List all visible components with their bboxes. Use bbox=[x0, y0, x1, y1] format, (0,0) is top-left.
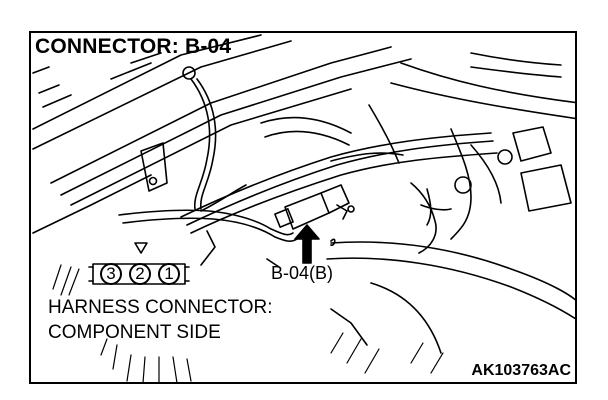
pin-2: 2 bbox=[129, 263, 151, 285]
pin-1: 1 bbox=[158, 263, 180, 285]
hatching bbox=[52, 264, 444, 382]
leader-lines bbox=[200, 230, 368, 346]
harness-connector-outline bbox=[88, 242, 190, 285]
body-panel-lines bbox=[32, 34, 412, 234]
image-code: AK103763AC bbox=[471, 362, 571, 379]
hoses bbox=[260, 52, 562, 146]
callout-arrow bbox=[266, 224, 336, 268]
diagram-frame: CONNECTOR: B-04 3 2 1 B-04(B) HARNESS CO… bbox=[29, 31, 577, 384]
ground-cable bbox=[182, 66, 217, 210]
connector-callout-label: B-04(B) bbox=[271, 263, 334, 283]
bracket bbox=[140, 142, 168, 192]
harness-label-line1: HARNESS CONNECTOR: bbox=[48, 297, 273, 318]
pin-3: 3 bbox=[100, 263, 122, 285]
diagram-title: CONNECTOR: B-04 bbox=[35, 35, 232, 58]
engine-bay-illustration bbox=[32, 34, 575, 382]
harness-label-line2: COMPONENT SIDE bbox=[48, 322, 221, 343]
right-components bbox=[326, 62, 575, 354]
sensor-connector bbox=[274, 184, 355, 230]
